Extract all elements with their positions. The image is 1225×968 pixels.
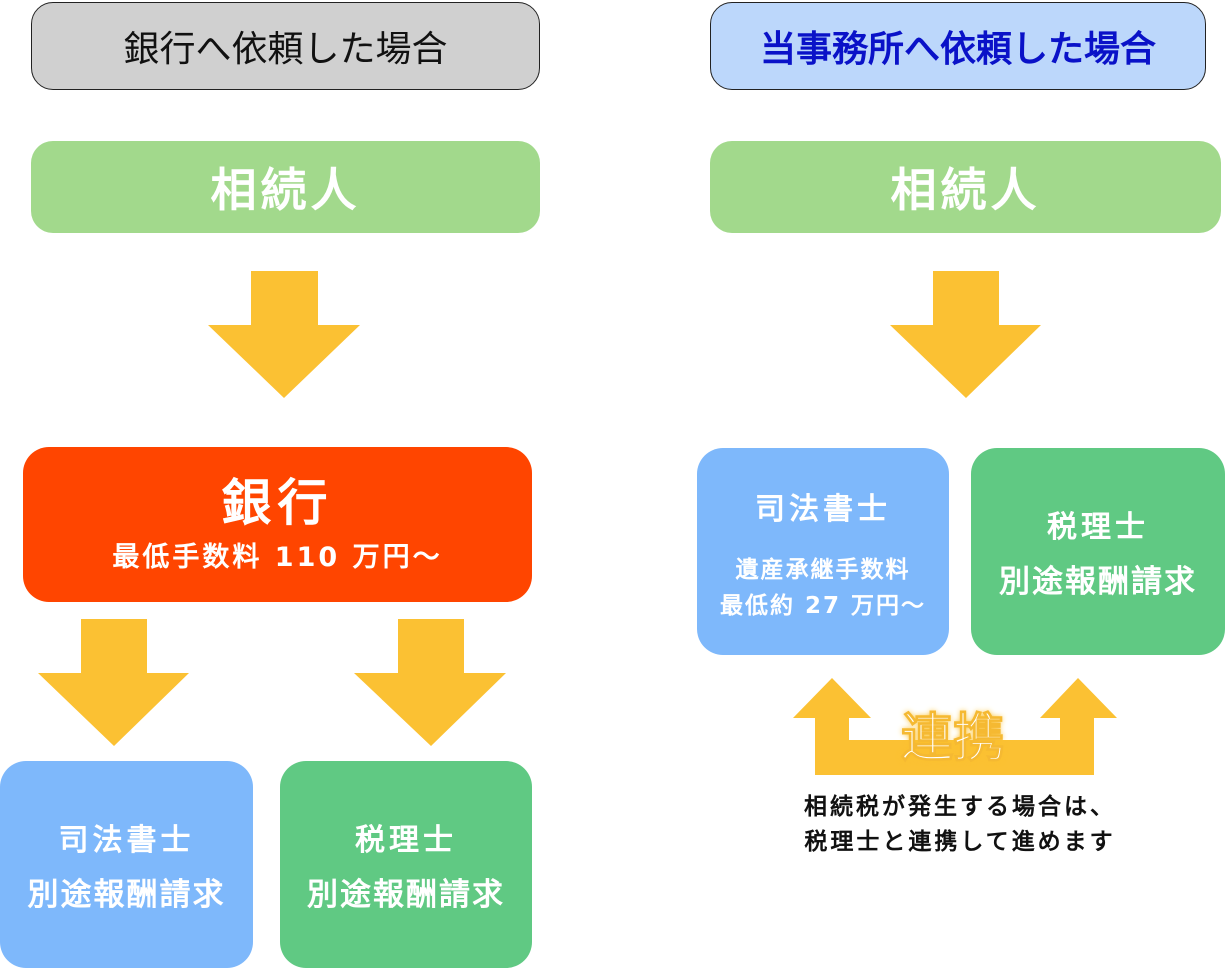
scrivener-fee-line1: 遺産承継手数料 [735, 556, 911, 583]
bank-case-header-label: 銀行へ依頼した場合 [123, 29, 448, 70]
collaboration-note: 相続税が発生する場合は、 税理士と連携して進めます [700, 790, 1220, 859]
tax-accountant-fee: 別途報酬請求 [999, 564, 1197, 600]
bank-title: 銀行 [221, 473, 334, 532]
collaboration-note-line2: 税理士と連携して進めます [804, 828, 1116, 855]
down-arrow-icon [208, 271, 360, 398]
scrivener-fee-line2: 最低約 27 万円～ [719, 592, 927, 619]
tax-accountant-name: 税理士 [1047, 510, 1149, 545]
collaboration-label: 連携 [900, 708, 1005, 769]
bank-fee: 最低手数料 110 万円～ [112, 541, 443, 573]
heir-label: 相続人 [890, 163, 1041, 217]
collaboration-arrow-icon [793, 678, 1117, 775]
down-arrow-icon [38, 619, 189, 746]
down-arrow-icon [890, 271, 1041, 398]
tax-accountant-fee: 別途報酬請求 [307, 877, 505, 913]
tax-accountant-name: 税理士 [355, 823, 457, 858]
bank-box: 銀行 最低手数料 110 万円～ [23, 447, 532, 602]
scrivener-box-right: 司法書士 遺産承継手数料 最低約 27 万円～ [697, 448, 949, 655]
scrivener-name: 司法書士 [755, 491, 891, 527]
tax-accountant-box-right: 税理士 別途報酬請求 [971, 448, 1225, 655]
heir-box-left: 相続人 [31, 141, 540, 233]
scrivener-fee: 別途報酬請求 [27, 877, 226, 913]
scrivener-box-left: 司法書士 別途報酬請求 [0, 761, 253, 968]
down-arrow-icon [354, 619, 506, 746]
bank-case-header: 銀行へ依頼した場合 [31, 2, 540, 90]
heir-label: 相続人 [210, 163, 361, 217]
collaboration-note-line1: 相続税が発生する場合は、 [804, 794, 1116, 820]
scrivener-name: 司法書士 [58, 823, 195, 858]
tax-accountant-box-left: 税理士 別途報酬請求 [280, 761, 532, 968]
heir-box-right: 相続人 [710, 141, 1221, 233]
office-case-header: 当事務所へ依頼した場合 [710, 2, 1206, 90]
office-case-header-label: 当事務所へ依頼した場合 [759, 29, 1156, 70]
